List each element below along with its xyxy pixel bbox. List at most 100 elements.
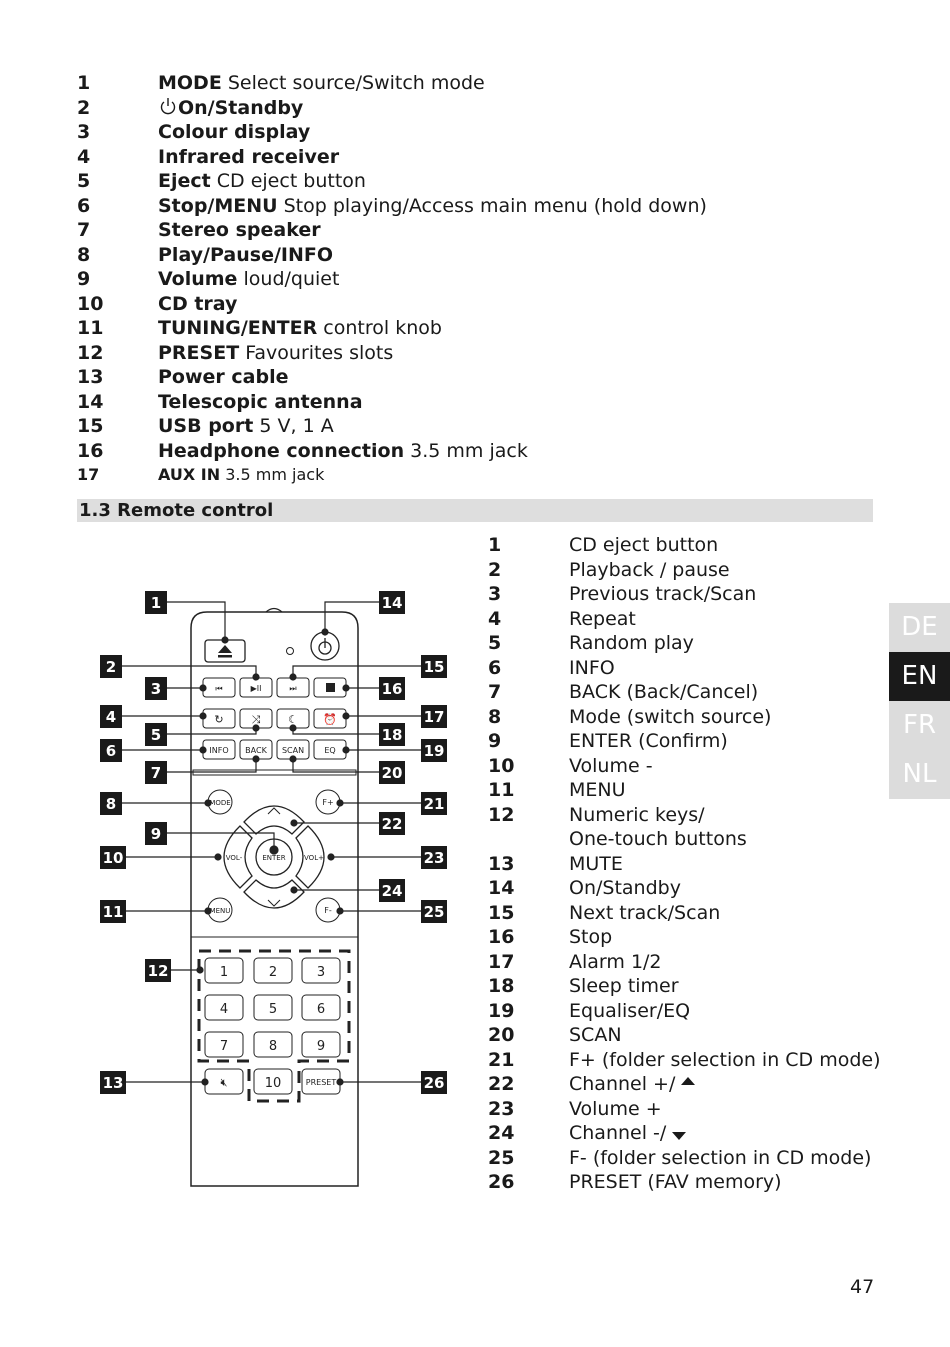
callout-badge (100, 655, 122, 678)
remote-legend-text: Numeric keys/ (569, 803, 705, 826)
callout-badge (145, 723, 167, 746)
parts-list-number: 16 (77, 439, 104, 462)
remote-legend-number: 8 (488, 705, 502, 728)
fminus-button-label: F- (324, 906, 332, 915)
parts-list-term: Volume (158, 268, 238, 290)
parts-list-number: 7 (77, 219, 91, 241)
callout-number: 3 (151, 680, 161, 698)
callout-badge (100, 705, 122, 728)
parts-list-number: 11 (77, 317, 104, 339)
callout-badge (421, 900, 447, 923)
remote-legend-number: 3 (488, 583, 502, 605)
language-tab-fr[interactable]: FR (889, 701, 950, 750)
callout-number: 24 (382, 882, 403, 900)
callout-badge (421, 792, 447, 815)
remote-legend-text: CD eject button (569, 534, 719, 556)
remote-legend-text: Equaliser/EQ (569, 999, 691, 1022)
remote-legend-text: F- (folder selection in CD mode) (569, 1146, 872, 1169)
remote-legend-number: 22 (488, 1073, 515, 1095)
svg-text:⏭: ⏭ (289, 684, 296, 693)
remote-legend-number: 21 (488, 1048, 515, 1071)
callout-badge (379, 879, 405, 902)
remote-legend-text: Next track/Scan (569, 901, 721, 924)
parts-list-term: Eject (158, 170, 211, 192)
callout-badge (145, 591, 167, 614)
callout-badge (379, 591, 405, 614)
remote-legend-number: 18 (488, 975, 515, 997)
parts-list-term: Play/Pause/INFO (158, 243, 333, 266)
parts-list-number: 2 (77, 96, 91, 119)
triangle-down-icon (672, 1122, 687, 1144)
svg-text:⏮: ⏮ (215, 684, 222, 693)
parts-list-number: 10 (77, 292, 104, 315)
parts-list-number: 14 (77, 390, 104, 413)
parts-list-number: 17 (77, 465, 100, 484)
page-number: 47 (850, 1276, 875, 1298)
parts-list-number: 13 (77, 366, 104, 388)
parts-list-number: 9 (77, 268, 91, 290)
callout-number: 8 (106, 795, 116, 813)
callout-number: 9 (151, 825, 161, 843)
svg-text:▶II: ▶II (251, 684, 262, 693)
remote-legend-text: Repeat (569, 607, 636, 630)
callout-number: 17 (424, 708, 445, 726)
parts-list-number: 6 (77, 194, 91, 217)
numeric-key (301, 1031, 341, 1058)
svg-text:⤨: ⤨ (252, 713, 261, 726)
remote-legend-text: PRESET (FAV memory) (569, 1171, 782, 1193)
callout-badge (100, 1071, 126, 1094)
callout-number: 6 (106, 742, 116, 760)
remote-legend-number: 23 (488, 1097, 515, 1120)
remote-legend-number: 16 (488, 926, 515, 948)
remote-legend-number: 10 (488, 754, 515, 777)
enter-button-label: ENTER (262, 854, 285, 862)
callout-number: 7 (151, 764, 161, 782)
parts-list-term: PRESET (158, 341, 240, 364)
callout-badge (379, 677, 405, 700)
remote-legend-text: Playback / pause (569, 558, 730, 581)
remote-legend-text: F+ (folder selection in CD mode) (569, 1048, 881, 1071)
numeric-key-label: 7 (220, 1039, 228, 1054)
eq-button-label: EQ (324, 746, 335, 755)
callout-number: 22 (382, 815, 403, 833)
language-tab-de[interactable]: DE (889, 603, 950, 652)
remote-legend-text: Previous track/Scan (569, 583, 757, 605)
callout-badge (421, 655, 447, 678)
remote-legend-number: 14 (488, 877, 515, 899)
callout-badge (421, 1071, 447, 1094)
preset-button-label: PRESET (306, 1078, 337, 1087)
remote-legend-text: Random play (569, 632, 694, 654)
language-tab-nl[interactable]: NL (889, 750, 950, 799)
callout-number: 2 (106, 658, 116, 676)
callout-badge (100, 792, 122, 815)
remote-legend-text: SCAN (569, 1024, 622, 1046)
callout-number: 10 (103, 849, 124, 867)
numeric-key (253, 1068, 293, 1095)
svg-text:☾: ☾ (288, 713, 298, 726)
callout-badge (421, 739, 447, 762)
language-tab-en[interactable]: EN (889, 652, 950, 701)
numeric-key-label: 9 (317, 1039, 325, 1054)
numeric-key-label: 8 (269, 1039, 277, 1054)
parts-list-term: Colour display (158, 121, 311, 143)
parts-list-term: Stereo speaker (158, 219, 321, 241)
parts-list-number: 5 (77, 170, 91, 192)
svg-text:↻: ↻ (214, 713, 223, 726)
remote-legend-number: 13 (488, 852, 515, 875)
numeric-key (301, 994, 341, 1021)
parts-list-term: On/Standby (178, 96, 304, 119)
callout-badge (421, 846, 447, 869)
remote-legend-number: 19 (488, 999, 515, 1022)
remote-legend-text: Stop (569, 926, 613, 948)
numeric-key-label: 5 (269, 1002, 277, 1017)
parts-list-description: CD eject button (210, 170, 366, 192)
remote-legend-number: 7 (488, 681, 502, 703)
numeric-key (253, 994, 293, 1021)
callout-number: 20 (382, 764, 403, 782)
svg-text:🔇︎: 🔇︎ (221, 1076, 228, 1089)
parts-list-description: Favourites slots (239, 341, 394, 364)
callout-badge (100, 739, 122, 762)
parts-list-term: Stop/MENU (158, 194, 278, 217)
parts-list-description: control knob (317, 317, 442, 339)
remote-legend-text: INFO (569, 656, 615, 679)
